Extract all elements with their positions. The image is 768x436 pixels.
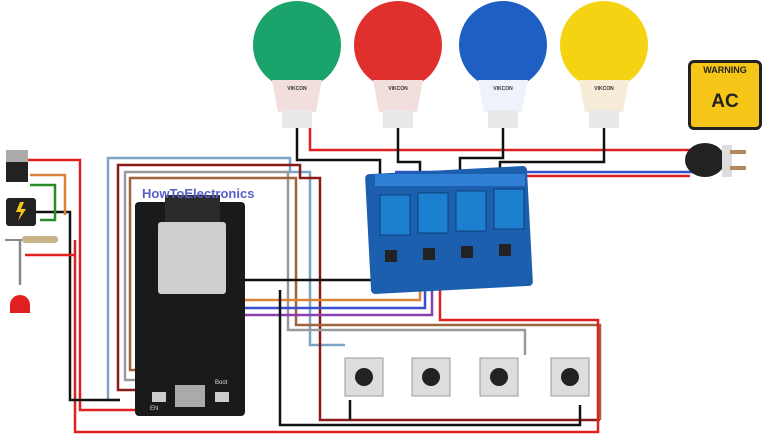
warning-title: WARNING (703, 65, 747, 75)
push-button-1 (344, 357, 384, 397)
resistor (5, 236, 58, 243)
bulb-brand-1: VIKCON (287, 86, 307, 92)
bulb-brand-2: VIKCON (388, 86, 408, 92)
wire-orange-left (30, 173, 67, 215)
wire-black-left (30, 210, 120, 402)
ac-plug (685, 143, 746, 177)
brand-text: HowToElectronics (142, 186, 255, 201)
board-label-en: EN (150, 406, 159, 412)
wire-black-btn (278, 290, 582, 427)
bulb-yellow (560, 1, 648, 128)
push-buttons (344, 357, 590, 397)
push-button-3 (479, 357, 519, 397)
relay-module (365, 166, 533, 294)
led (10, 295, 30, 313)
wire-orange (245, 290, 422, 302)
dc-jack (6, 198, 36, 226)
wire-red-left (25, 158, 140, 412)
push-button-4 (550, 357, 590, 397)
board-label-boot: Boot (215, 380, 228, 386)
wire-brown (128, 176, 602, 420)
wire-grey (123, 170, 527, 382)
bulb-green (253, 1, 341, 128)
esp32-board (135, 195, 245, 416)
bulb-red (354, 1, 442, 128)
bulbs (253, 1, 648, 128)
voltage-regulator (6, 150, 28, 182)
left-components (5, 150, 58, 313)
bulb-blue (459, 1, 547, 128)
wire-blue2 (245, 290, 427, 310)
wire-green-left (30, 183, 57, 222)
wire-black-bulb1 (295, 125, 382, 180)
bulb-brand-4: VIKCON (594, 86, 614, 92)
wire-purple (245, 290, 434, 317)
warning-sign: WARNING AC (688, 60, 762, 130)
wire-darkred (116, 163, 600, 422)
warning-label: AC (711, 91, 739, 112)
wire-red-ac (308, 125, 700, 152)
bulb-brand-3: VIKCON (493, 86, 513, 92)
push-button-2 (411, 357, 451, 397)
wire-black-bulb3 (458, 125, 505, 180)
